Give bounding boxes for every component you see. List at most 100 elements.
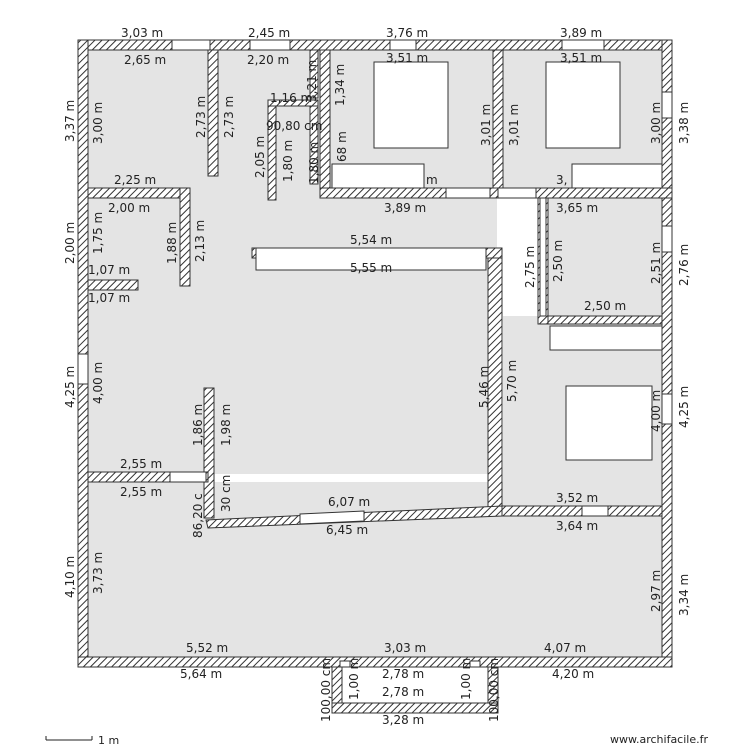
opening-bedroom1 (445, 187, 491, 199)
window-right-3 (661, 393, 673, 425)
dim-label: 1,88 m (165, 222, 179, 264)
dim-label: 4,25 m (63, 366, 77, 408)
room-right-small (547, 198, 663, 316)
wall-outer-right (661, 39, 673, 668)
wardrobe-1 (331, 163, 425, 189)
bed-2 (545, 61, 621, 149)
dim-label: 3,01 m (507, 104, 521, 146)
dim-label: m (426, 173, 438, 187)
dim-label: 3,76 m (386, 26, 428, 40)
dim-label: 90,80 cm (266, 119, 322, 133)
wall-inner-h1 (267, 99, 319, 107)
furniture (255, 61, 663, 461)
window-top-3 (389, 39, 417, 51)
dim-label: 5,64 m (180, 667, 222, 681)
dim-label: 3,52 m (556, 491, 598, 505)
dim-label: 4,20 m (552, 667, 594, 681)
opening-left-bottom (169, 471, 207, 483)
dim-label: 3,89 m (384, 201, 426, 215)
wall-inner-v3 (309, 49, 319, 99)
dim-label: 2,55 m (120, 485, 162, 499)
opening-porch-r (469, 660, 481, 668)
dim-label: 2,97 m (649, 570, 663, 612)
dim-label: 5,70 m (505, 360, 519, 402)
dim-label: 3,89 m (560, 26, 602, 40)
wall-left-bottom (87, 471, 209, 483)
dim-label: 3,37 m (63, 100, 77, 142)
dim-label: 2,73 m (222, 96, 236, 138)
watermark: www.archifacile.fr (610, 733, 708, 746)
wall-right-h (547, 315, 663, 325)
dim-label: 3,64 m (556, 519, 598, 533)
dim-label: 3,03 m (121, 26, 163, 40)
wall-left-stub (87, 279, 139, 291)
dim-label: 2,13 m (193, 220, 207, 262)
opening-porch-l (339, 660, 351, 668)
dim-label: 4,10 m (63, 556, 77, 598)
dim-label: 2,65 m (124, 53, 166, 67)
room-top-left (87, 50, 322, 188)
room-living (87, 188, 497, 474)
dim-label: 1,00 m (347, 658, 361, 700)
opening-diagonal (299, 510, 365, 525)
dim-label: 2,73 m (194, 96, 208, 138)
dim-label: 6,45 m (326, 523, 368, 537)
wall-bedroom-divider (492, 49, 504, 199)
wall-bedrooms-bottom (319, 187, 673, 199)
dim-label: 100,00 cm (319, 658, 333, 722)
window-top-1 (171, 39, 211, 51)
dim-label: 2,76 m (677, 244, 691, 286)
dim-label: 6,07 m (328, 495, 370, 509)
dim-label: 1,75 m (91, 212, 105, 254)
dim-label: 2,00 m (108, 201, 150, 215)
dim-label: 4,07 m (544, 641, 586, 655)
window-right-1 (661, 91, 673, 119)
opening-corridor (539, 197, 547, 317)
dim-label: 1,80 m (307, 142, 321, 184)
dim-label: 4,00 m (91, 362, 105, 404)
window-right-2 (661, 225, 673, 253)
dim-label: 1,00 m (459, 658, 473, 700)
dim-label: 3,28 m (382, 713, 424, 727)
window-top-4 (561, 39, 605, 51)
dim-label: 1,86 m (191, 404, 205, 446)
dim-label: 2,50 m (551, 240, 565, 282)
scale-bar (45, 736, 93, 741)
dim-label: 3,38 m (677, 102, 691, 144)
window-top-2 (249, 39, 291, 51)
window-left-1 (77, 353, 89, 385)
dim-label: 2,78 m (382, 685, 424, 699)
cabinet-right (549, 325, 663, 351)
dim-label: 2,78 m (382, 667, 424, 681)
dim-label: 2,45 m (248, 26, 290, 40)
wall-left-h (87, 187, 191, 199)
dim-label: 3,51 m (560, 51, 602, 65)
dim-label: 3,65 m (556, 201, 598, 215)
opening-bedroom2 (497, 187, 537, 199)
dim-label: 100,00 cm (487, 658, 501, 722)
dim-label: 2,50 m (584, 299, 626, 313)
dim-label: 1,34 m (333, 64, 347, 106)
scale-label: 1 m (98, 734, 119, 747)
opening-right-bottom (581, 505, 609, 517)
dim-label: 1,07 m (88, 263, 130, 277)
dim-label: 3,73 m (91, 552, 105, 594)
dim-label: 3, (556, 173, 567, 187)
dim-label: 2,00 m (63, 222, 77, 264)
cabinet-living (255, 247, 487, 271)
dim-label: 2,55 m (120, 457, 162, 471)
wall-left-v (179, 187, 191, 287)
bed-3 (565, 385, 653, 461)
dim-label: 3,21 m (305, 60, 319, 102)
wall-outer-bottom (77, 656, 673, 668)
dim-label: 3,34 m (677, 574, 691, 616)
dim-label: 5,46 m (477, 366, 491, 408)
dim-label: 3,00 m (649, 102, 663, 144)
dim-label: 5,54 m (350, 233, 392, 247)
dim-label: 1,80 m (281, 140, 295, 182)
wall-porch-bottom (331, 702, 499, 714)
dim-label: 68 m (335, 131, 349, 162)
dim-label: 5,55 m (350, 261, 392, 275)
bed-1 (373, 61, 449, 149)
wall-inner-v1 (207, 49, 219, 177)
